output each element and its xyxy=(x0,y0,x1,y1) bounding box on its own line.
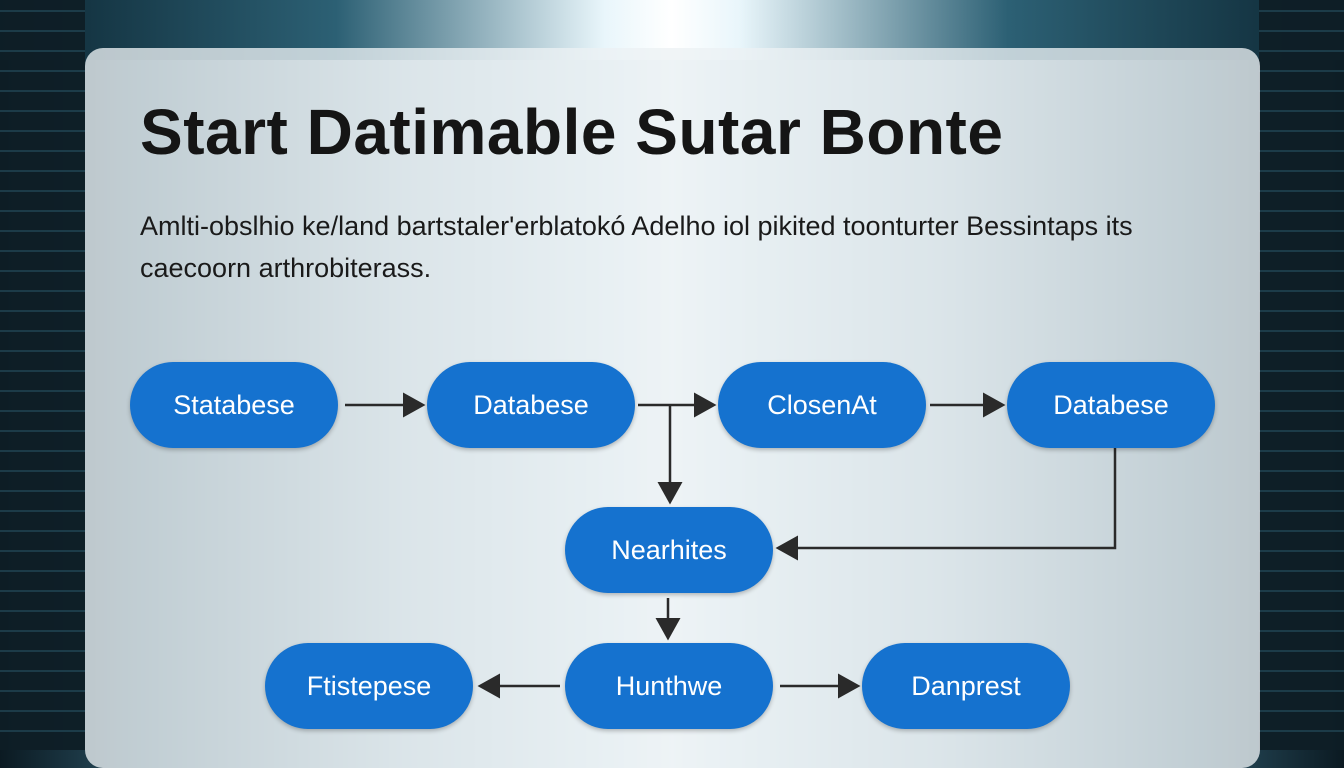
node-danprest[interactable]: Danprest xyxy=(862,643,1070,729)
flow-arrows xyxy=(345,392,1117,699)
node-databese-1[interactable]: Databese xyxy=(427,362,635,448)
server-rack-left xyxy=(0,0,85,750)
server-rack-right xyxy=(1259,0,1344,750)
node-statabese[interactable]: Statabese xyxy=(130,362,338,448)
node-databese-2[interactable]: Databese xyxy=(1007,362,1215,448)
node-ftistepese[interactable]: Ftistepese xyxy=(265,643,473,729)
arrow-n4-n5 xyxy=(775,412,1117,561)
page-title: Start Datimable Sutar Bonte xyxy=(140,96,1004,168)
node-nearhites[interactable]: Nearhites xyxy=(565,507,773,593)
node-hunthwe[interactable]: Hunthwe xyxy=(565,643,773,729)
description: Amlti-obslhio ke/land bartstaler'erblato… xyxy=(140,211,1133,283)
node-closenat[interactable]: ClosenAt xyxy=(718,362,926,448)
